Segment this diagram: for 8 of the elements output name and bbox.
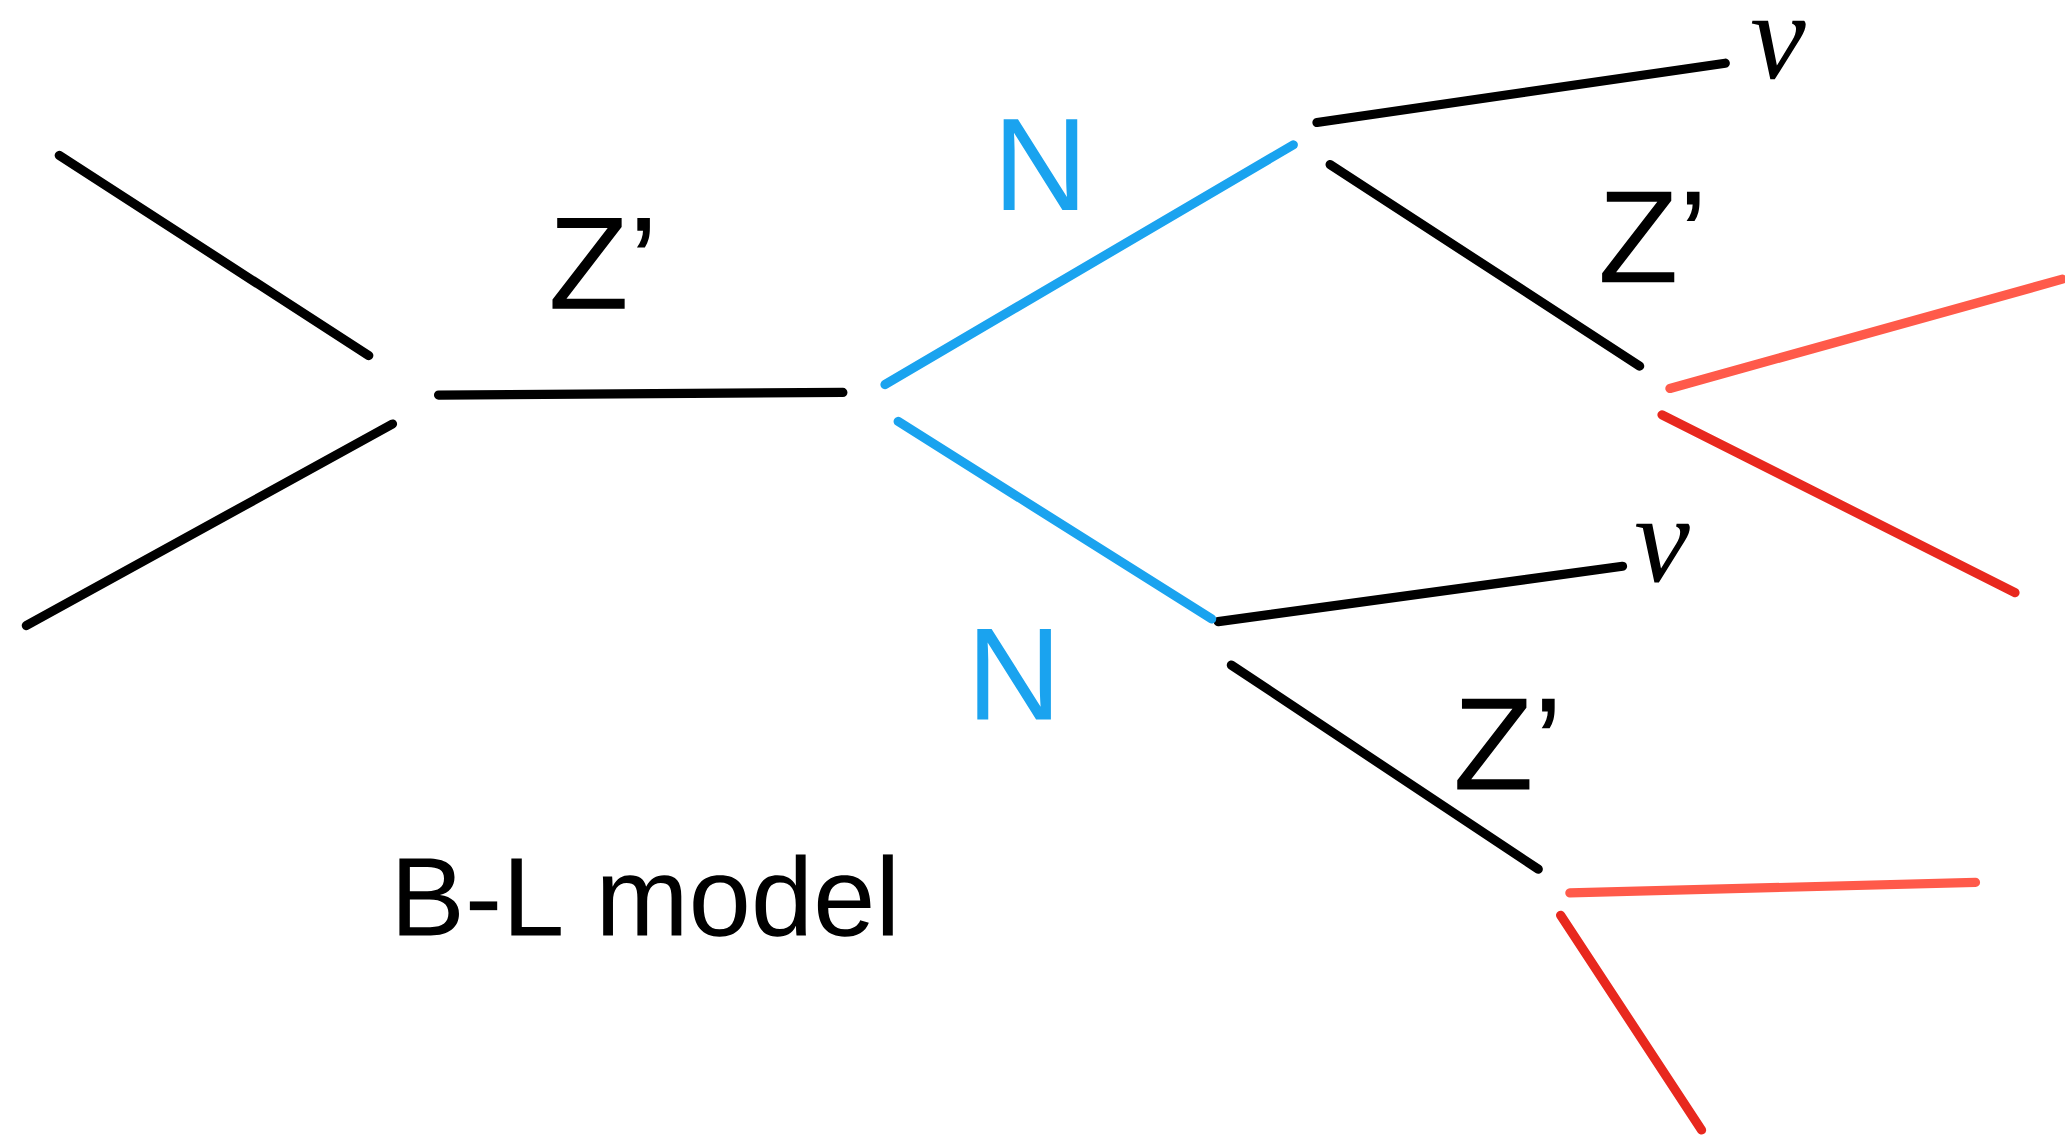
particle-label: ν [1636, 523, 1690, 583]
particle-label: Z’ [1602, 191, 1700, 283]
particle-label: Z’ [1457, 698, 1555, 790]
particle-label: N [1003, 119, 1078, 210]
particle-label: N [977, 628, 1051, 720]
caption-text: B-L model [399, 854, 893, 937]
particle-label: Z’ [552, 217, 650, 309]
particle-label: ν [1751, 20, 1806, 80]
